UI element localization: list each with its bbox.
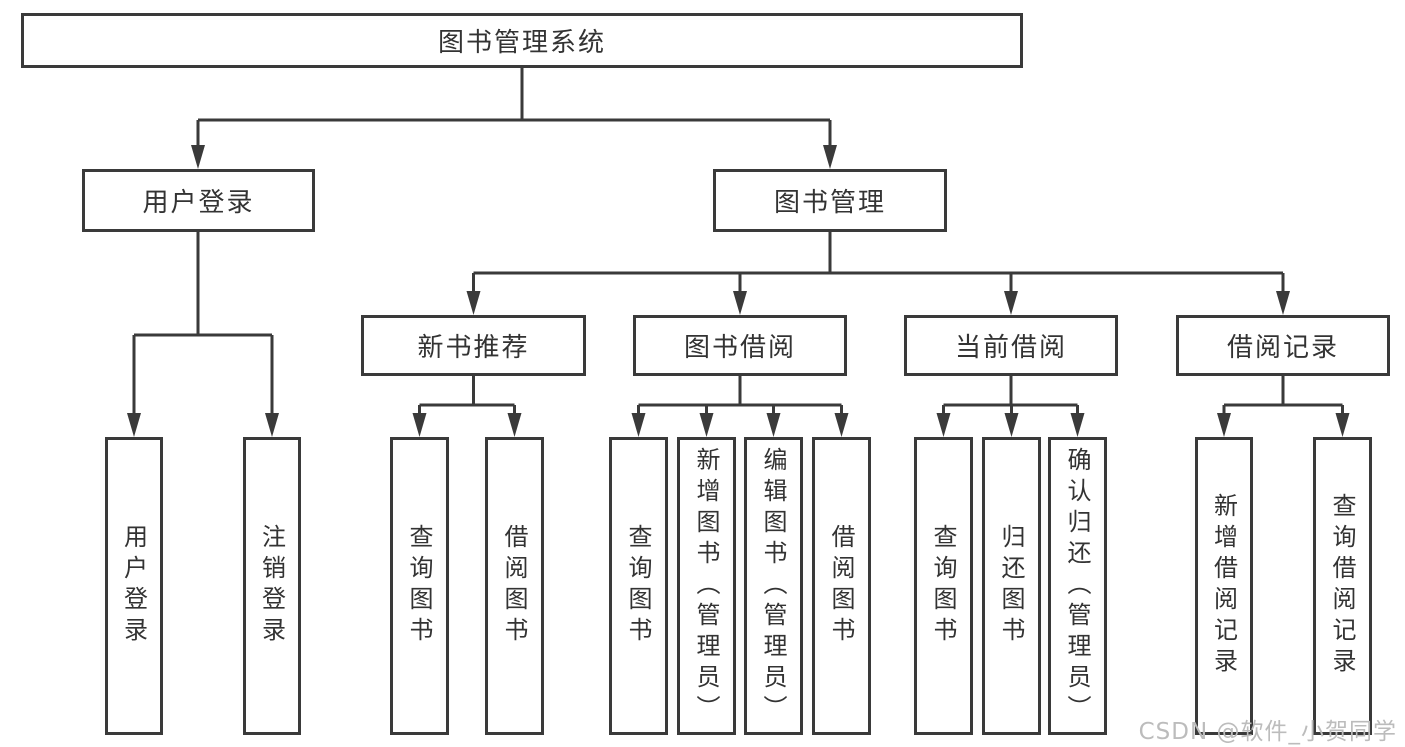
leaf-label: 借阅图书 <box>827 524 855 648</box>
csdn-watermark: CSDN @软件_小贺同学 <box>1138 719 1397 745</box>
leaf-logout: 注销登录 <box>243 437 301 735</box>
leaf-label: 查询借阅记录 <box>1328 493 1356 679</box>
leaf-label: 确认归还（管理员） <box>1063 446 1091 726</box>
node-new-book-recommend: 新书推荐 <box>361 315 586 376</box>
leaf-borrow-query-books: 查询图书 <box>609 437 668 735</box>
leaf-label: 查询图书 <box>929 524 957 648</box>
leaf-records-query-record: 查询借阅记录 <box>1313 437 1372 735</box>
leaf-newbook-borrow-books: 借阅图书 <box>485 437 544 735</box>
leaf-current-query-books: 查询图书 <box>914 437 973 735</box>
leaf-user-login: 用户登录 <box>105 437 163 735</box>
node-current-borrow: 当前借阅 <box>904 315 1118 376</box>
leaf-label: 新增图书（管理员） <box>692 446 720 726</box>
node-book-borrow: 图书借阅 <box>633 315 847 376</box>
node-user-login: 用户登录 <box>82 169 315 232</box>
leaf-label: 用户登录 <box>119 524 148 648</box>
node-root: 图书管理系统 <box>21 13 1023 68</box>
leaf-newbook-query-books: 查询图书 <box>390 437 449 735</box>
leaf-current-return-books: 归还图书 <box>982 437 1041 735</box>
leaf-borrow-add-book-admin: 新增图书（管理员） <box>677 437 736 735</box>
leaf-label: 查询图书 <box>624 524 652 648</box>
node-borrow-records: 借阅记录 <box>1176 315 1390 376</box>
leaf-label: 借阅图书 <box>500 524 528 648</box>
leaf-borrow-edit-book-admin: 编辑图书（管理员） <box>744 437 803 735</box>
leaf-label: 查询图书 <box>405 524 433 648</box>
leaf-label: 注销登录 <box>257 524 286 648</box>
leaf-records-add-record: 新增借阅记录 <box>1195 437 1253 735</box>
leaf-borrow-borrow-books: 借阅图书 <box>812 437 871 735</box>
leaf-label: 编辑图书（管理员） <box>759 446 787 726</box>
leaf-label: 归还图书 <box>997 524 1025 648</box>
leaf-current-confirm-return-admin: 确认归还（管理员） <box>1048 437 1107 735</box>
node-book-management: 图书管理 <box>713 169 947 232</box>
leaf-label: 新增借阅记录 <box>1209 493 1238 679</box>
